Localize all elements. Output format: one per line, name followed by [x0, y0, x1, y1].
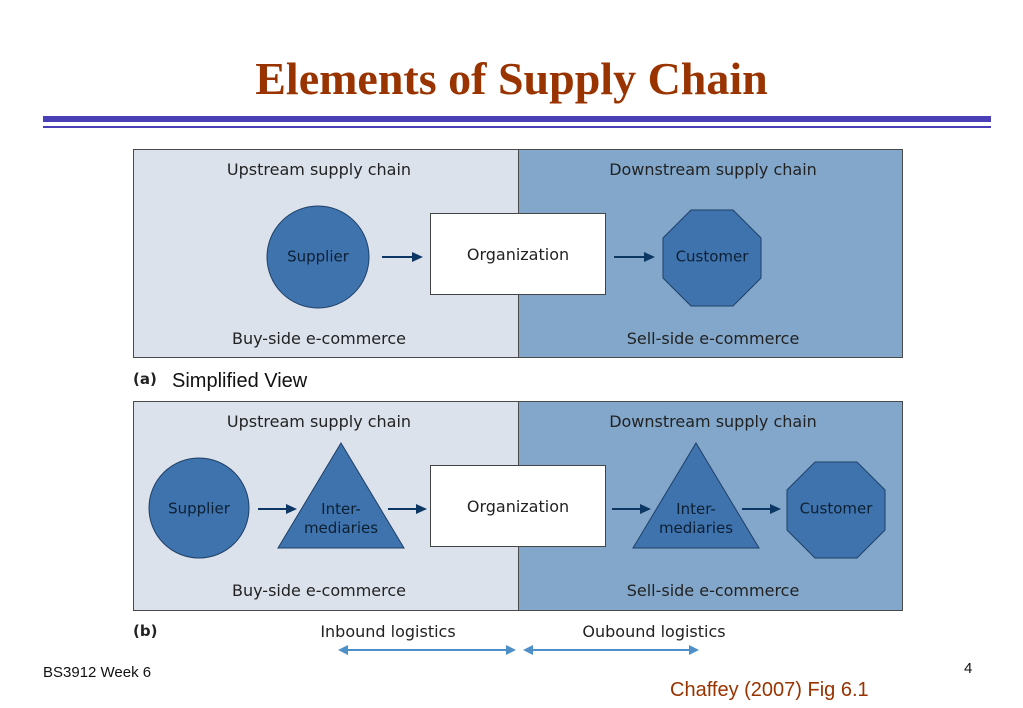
arrow-b4 [742, 504, 781, 514]
sell-side-label-b: Sell-side e-commerce [626, 581, 800, 600]
organization-box-a: Organization [430, 213, 606, 295]
supplier-circle-a [266, 205, 370, 309]
arrow-b2 [388, 504, 427, 514]
organization-box-b: Organization [430, 465, 606, 547]
arrow-b1 [258, 504, 297, 514]
inbound-logistics-label: Inbound logistics [320, 622, 456, 641]
customer-octagon-b [786, 461, 886, 559]
arrow-a2 [614, 252, 655, 262]
outbound-logistics-arrow [523, 645, 699, 655]
page-number: 4 [964, 660, 973, 677]
customer-label-a: Customer [675, 247, 749, 266]
diagram-a-panel: Upstream supply chain Downstream supply … [133, 149, 903, 358]
sell-side-label-a: Sell-side e-commerce [626, 329, 800, 348]
customer-label-b: Customer [799, 499, 873, 518]
upstream-label-a: Upstream supply chain [226, 160, 412, 179]
supplier-label-a: Supplier [287, 247, 349, 266]
slide-title: Elements of Supply Chain [255, 53, 768, 104]
title-rule-thin [43, 126, 991, 128]
source-citation: Chaffey (2007) Fig 6.1 [670, 679, 869, 701]
upstream-label-b: Upstream supply chain [226, 412, 412, 431]
arrow-a1 [382, 252, 423, 262]
customer-octagon-a [662, 209, 762, 307]
footer-course: BS3912 Week 6 [43, 664, 152, 681]
supplier-circle-b [148, 457, 250, 559]
arrow-b3 [612, 504, 651, 514]
buy-side-label-a: Buy-side e-commerce [231, 329, 407, 348]
diagram-b-panel: Upstream supply chain Downstream supply … [133, 401, 903, 611]
outbound-logistics-label: Oubound logistics [582, 622, 726, 641]
title-rule-thick [43, 116, 991, 122]
inbound-logistics-arrow [338, 645, 516, 655]
intermediaries-triangle-left [277, 442, 405, 549]
downstream-label-b: Downstream supply chain [609, 412, 817, 431]
diagram-a-letter: (a) [133, 370, 157, 388]
intermediaries-label-right: Inter- mediaries [658, 500, 734, 537]
diagram-a-caption: Simplified View [172, 370, 308, 392]
intermediaries-label-left: Inter- mediaries [303, 500, 379, 537]
buy-side-label-b: Buy-side e-commerce [231, 581, 407, 600]
supplier-label-b: Supplier [168, 499, 230, 518]
downstream-label-a: Downstream supply chain [609, 160, 817, 179]
diagram-b-letter: (b) [133, 622, 158, 640]
intermediaries-triangle-right [632, 442, 760, 549]
